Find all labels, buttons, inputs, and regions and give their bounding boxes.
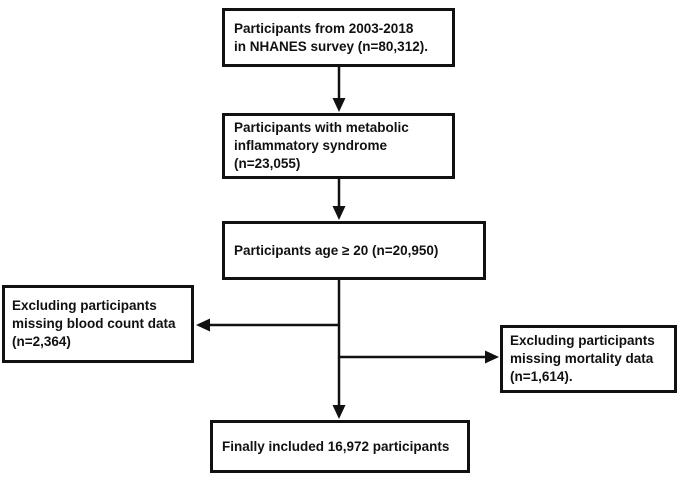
box-text-line: Participants from 2003-2018	[234, 20, 414, 36]
arrowhead-down-metabolic	[332, 98, 346, 112]
arrowhead-right-exclusion	[485, 350, 499, 364]
box-text-line: Finally included 16,972 participants	[222, 438, 450, 454]
box-text-line: missing mortality data	[510, 351, 654, 366]
box-text-line: Participants with metabolic	[234, 120, 409, 135]
box-exclusion-blood-count: Excluding participants missing blood cou…	[2, 285, 194, 363]
box-text-line: Participants age ≥ 20 (n=20,950)	[234, 242, 439, 258]
arrowhead-left-exclusion	[196, 318, 210, 332]
box-text-line: missing blood count data	[12, 316, 176, 331]
box-age-filter: Participants age ≥ 20 (n=20,950)	[222, 221, 486, 280]
arrowhead-down-age	[332, 206, 346, 220]
box-text-line: (n=1,614).	[510, 369, 573, 384]
box-text-line: (n=23,055)	[234, 156, 301, 171]
box-text-line: in NHANES survey (n=80,312).	[234, 38, 428, 54]
box-text-line: Excluding participants	[510, 333, 655, 348]
box-final-included: Finally included 16,972 participants	[210, 420, 470, 473]
box-metabolic-inflammatory-syndrome: Participants with metabolic inflammatory…	[222, 113, 455, 179]
box-exclusion-mortality: Excluding participants missing mortality…	[500, 325, 677, 393]
box-text-line: Excluding participants	[12, 298, 157, 313]
box-nhanes-source: Participants from 2003-2018 in NHANES su…	[222, 8, 455, 67]
box-text-line: inflammatory syndrome	[234, 138, 388, 153]
arrowhead-down-final	[332, 405, 346, 419]
box-text-line: (n=2,364)	[12, 334, 71, 349]
